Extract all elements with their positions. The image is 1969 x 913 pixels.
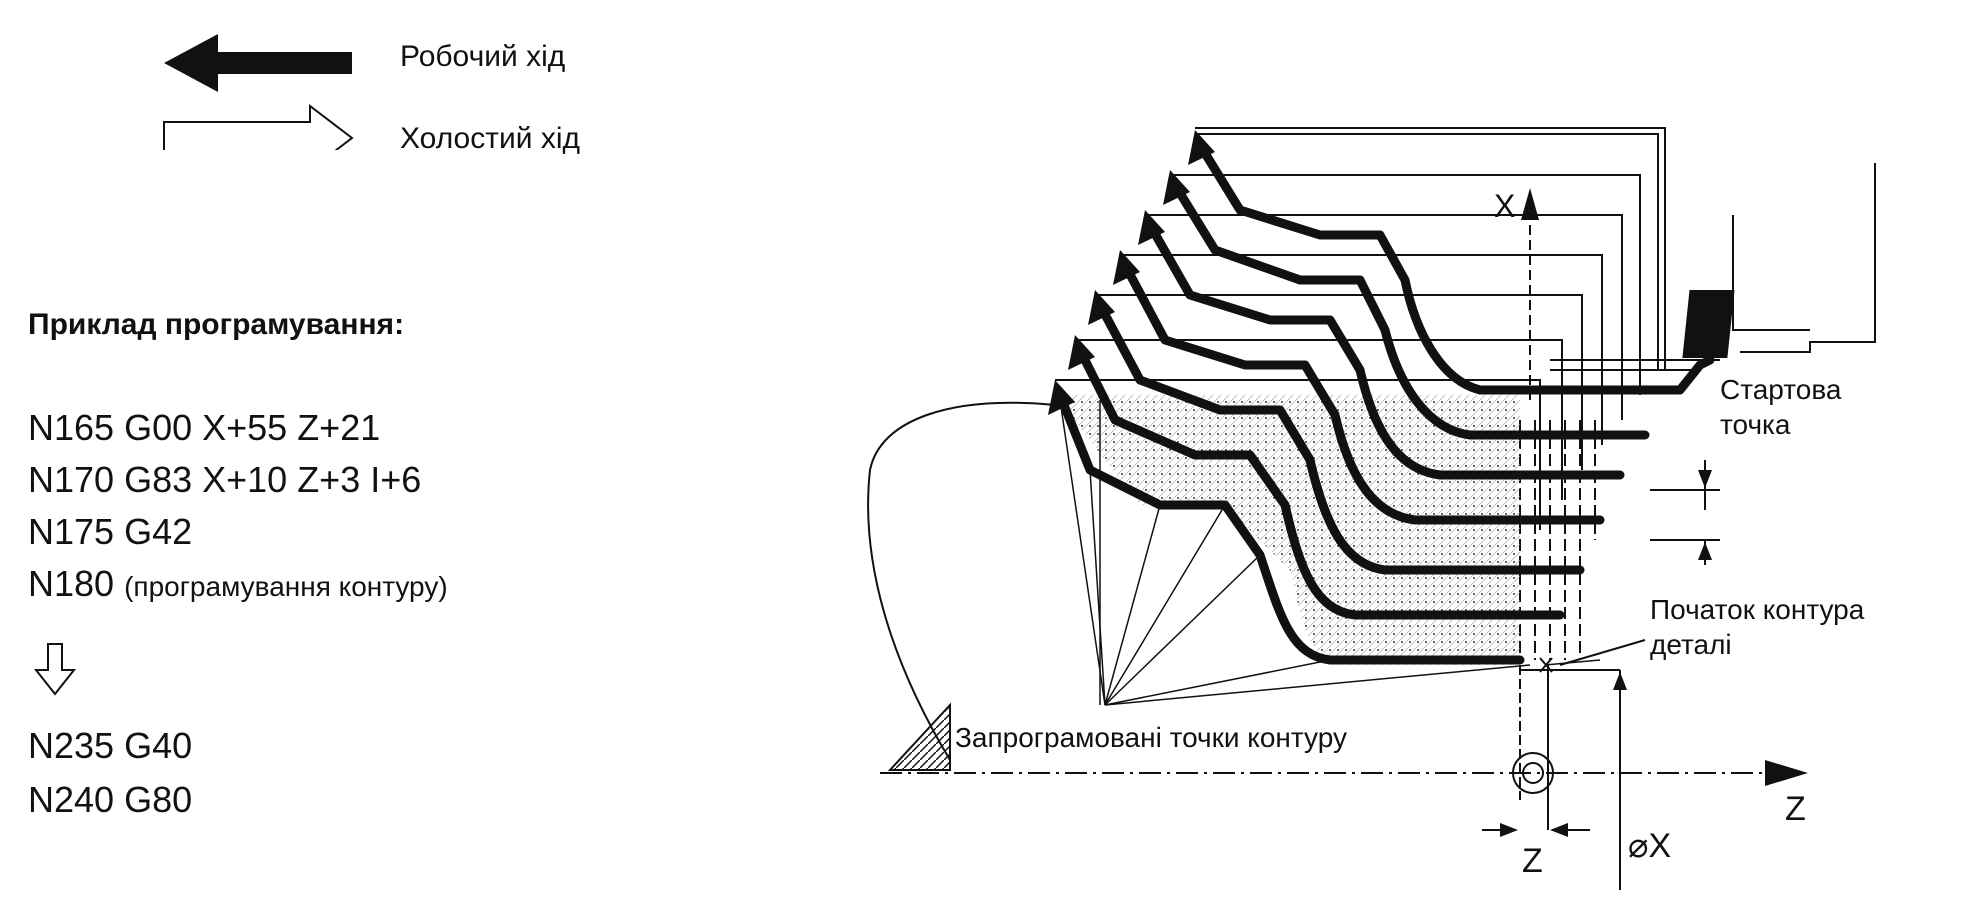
dimension-diameter-label: ⌀X	[1628, 827, 1672, 865]
center-hatch	[887, 702, 951, 771]
program-line-3: N175 G42	[28, 511, 193, 552]
axis-x-label: X	[1494, 188, 1516, 224]
workpiece-outline	[867, 401, 1056, 761]
programmed-points-label: Запрограмовані точки контуру	[955, 722, 1347, 753]
working-passes	[1055, 140, 1715, 665]
program-heading: Приклад програмування:	[28, 308, 405, 341]
cutting-tool	[1682, 290, 1735, 358]
dimension-z-label: Z	[1522, 842, 1543, 880]
program-line-4-number: N180	[28, 563, 115, 604]
axis-z-label: Z	[1785, 790, 1806, 828]
tool-holder-outline	[1740, 163, 1876, 353]
start-point-label-line2: точка	[1720, 409, 1791, 440]
down-arrow-icon	[33, 643, 77, 696]
program-line-4: N180 (програмування контуру)	[28, 566, 448, 602]
idle-return-paths	[1055, 127, 1720, 530]
start-point-label: Стартова точка	[1720, 372, 1841, 442]
program-line-4-comment: (програмування контуру)	[124, 571, 448, 602]
x-axis-arrow-icon	[1521, 188, 1539, 220]
dimension-lines	[1482, 460, 1720, 890]
program-line-6: N240 G80	[28, 779, 193, 820]
start-point-label-line1: Стартова	[1720, 374, 1842, 405]
program-line-2: N170 G83 X+10 Z+3 I+6	[28, 459, 422, 500]
contour-point-leaders	[1059, 399, 1601, 706]
program-line-5: N235 G40	[28, 725, 193, 766]
workpiece-center-symbol	[1512, 752, 1554, 794]
contour-start-label-line1: Початок контура	[1650, 594, 1865, 625]
z-axis-arrow-icon	[1765, 760, 1808, 786]
program-line-1: N165 G00 X+55 Z+21	[28, 407, 381, 448]
vertical-idle-lines	[1519, 420, 1596, 660]
contour-start-label-line2: деталі	[1650, 629, 1732, 660]
working-stroke-arrow-icon	[164, 34, 352, 92]
contour-start-label: Початок контура деталі	[1650, 592, 1864, 662]
legend-working-label: Робочий хід	[400, 40, 566, 73]
idle-stroke-arrow-icon	[163, 103, 354, 150]
legend-idle-label: Холостий хід	[400, 122, 580, 155]
contour-start-marker	[1539, 639, 1646, 673]
tool-holder-step	[1732, 215, 1810, 331]
dimension-arrowheads	[1500, 470, 1712, 837]
legend-arrows	[163, 34, 354, 150]
working-pass-arrowheads	[1048, 130, 1215, 415]
